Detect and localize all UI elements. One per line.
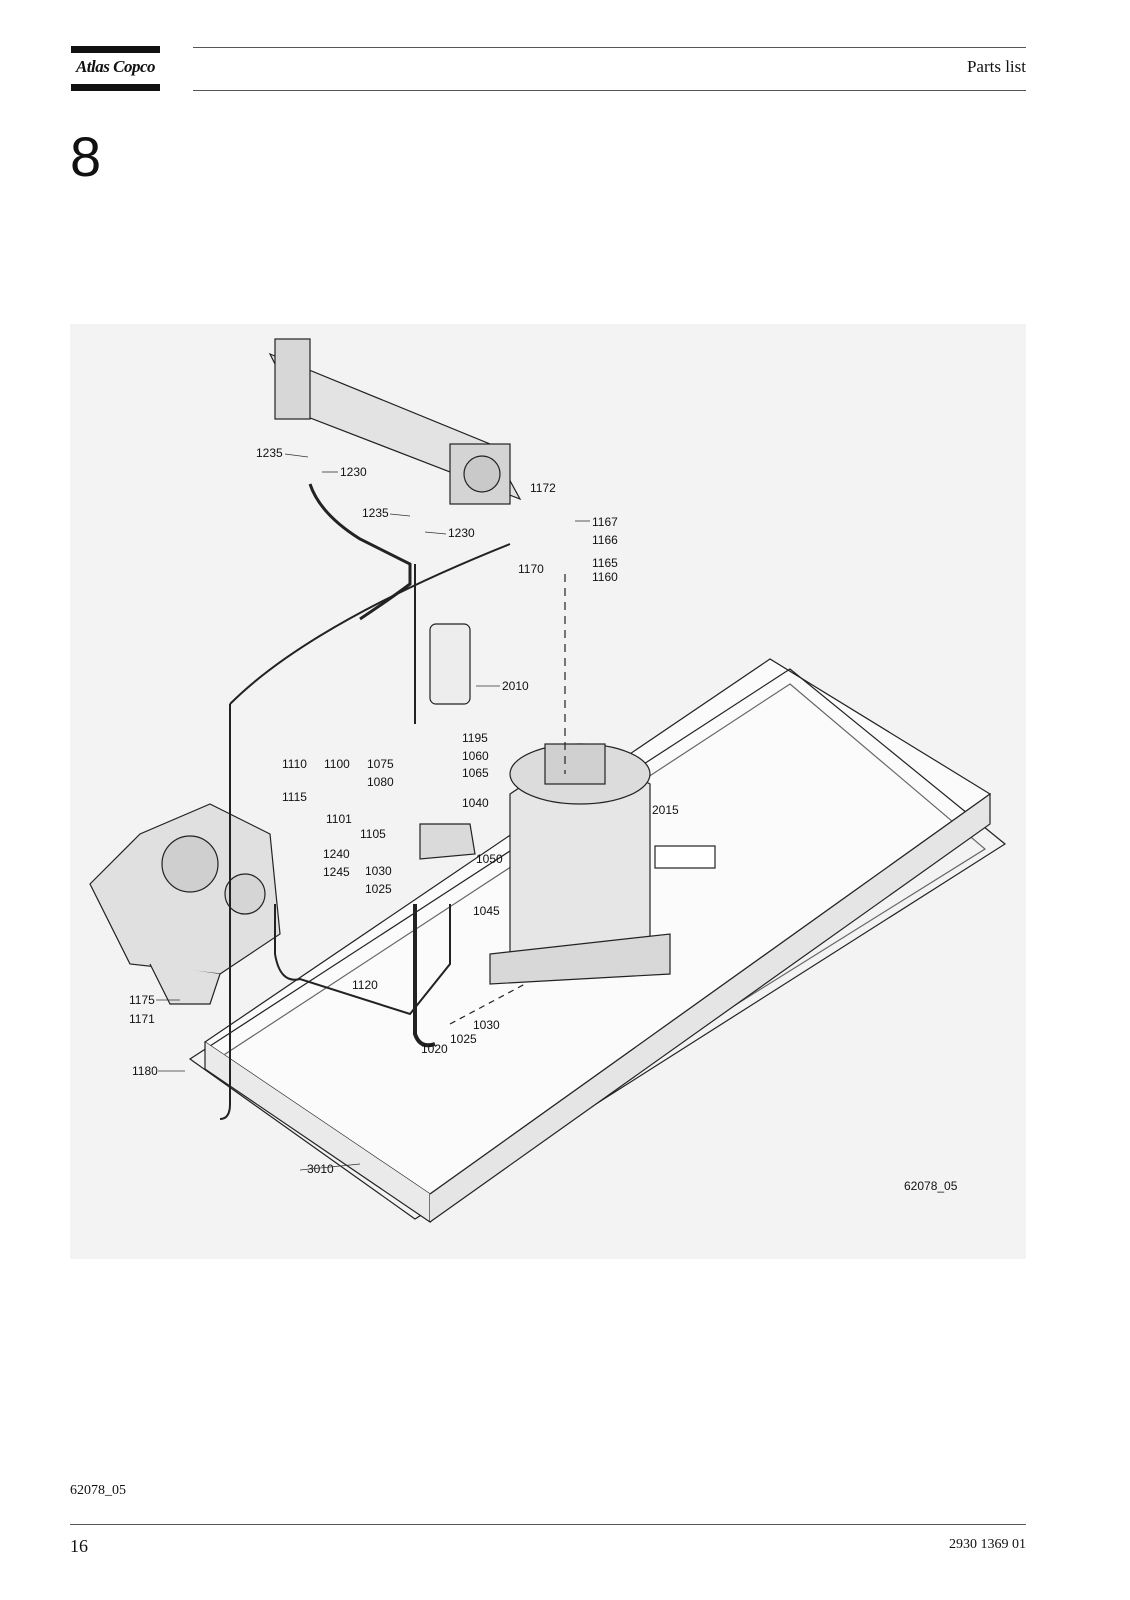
logo-wordmark: Atlas Copco <box>75 57 156 76</box>
callout: 1050 <box>476 852 503 866</box>
callout: 1100 <box>324 757 350 771</box>
callout: 1030 <box>473 1018 500 1032</box>
parts-diagram-svg: 1235 1230 1235 1230 1172 1167 1166 1165 … <box>89 338 1007 1224</box>
callout: 1167 <box>592 515 618 529</box>
header-title: Parts list <box>966 57 1026 76</box>
callout: 1245 <box>323 865 350 879</box>
callout: 1075 <box>367 757 394 771</box>
callout: 1030 <box>365 864 392 878</box>
hose-1020 <box>413 904 436 1048</box>
callout: 1165 <box>592 556 618 570</box>
callout: 1171 <box>129 1012 155 1026</box>
callout: 1240 <box>323 847 350 861</box>
callout: 2015 <box>652 803 679 817</box>
callout: 2010 <box>502 679 529 693</box>
pipe-long <box>219 704 231 1120</box>
callout: 1230 <box>448 526 475 540</box>
dashed-link-1030 <box>449 983 526 1025</box>
logo-bar-top <box>71 46 160 53</box>
callout: 1025 <box>450 1032 477 1046</box>
callout: 1045 <box>473 904 500 918</box>
compressor-element <box>89 803 281 1005</box>
footer-rule <box>70 1524 1026 1525</box>
callout-labels: 1235 1230 1235 1230 1172 1167 1166 1165 … <box>129 446 958 1193</box>
base-frame-side-right <box>429 792 991 1223</box>
callout: 1166 <box>592 533 618 547</box>
callout: 1020 <box>421 1042 448 1056</box>
oil-cooler <box>268 338 522 505</box>
callout: 1105 <box>360 827 386 841</box>
callout: 1160 <box>592 570 618 584</box>
oil-separator-vessel <box>489 743 716 985</box>
header-rule-top <box>193 47 1026 48</box>
callout: 1101 <box>326 812 352 826</box>
atlas-copco-logo: Atlas Copco <box>71 46 160 91</box>
callout: 1230 <box>340 465 367 479</box>
callout: 1235 <box>256 446 283 460</box>
callout: 1120 <box>352 978 378 992</box>
callout: 1040 <box>462 796 489 810</box>
callout: 1060 <box>462 749 489 763</box>
callout-leaders <box>156 453 590 1171</box>
callout: 1115 <box>282 790 307 804</box>
oil-filter <box>429 623 471 705</box>
header-rule-bottom <box>193 90 1026 91</box>
callout: 1170 <box>518 562 544 576</box>
parts-diagram: 1235 1230 1235 1230 1172 1167 1166 1165 … <box>70 324 1026 1259</box>
chapter-number: 8 <box>70 125 102 188</box>
callout: 1195 <box>462 731 488 745</box>
pipe-to-cooler <box>229 543 511 705</box>
document-number: 2930 1369 01 <box>949 1537 1026 1552</box>
figure-caption: 62078_05 <box>70 1483 126 1498</box>
callout: 1172 <box>530 481 556 495</box>
callout: 1065 <box>462 766 489 780</box>
callout: 1025 <box>365 882 392 896</box>
figure-id: 62078_05 <box>904 1179 958 1193</box>
callout: 1110 <box>282 757 307 771</box>
callout: 1180 <box>132 1064 158 1078</box>
callout: 3010 <box>307 1162 334 1176</box>
logo-bar-bottom <box>71 84 160 91</box>
manifold-block <box>419 823 476 860</box>
hose-upper <box>308 483 412 621</box>
callout: 1080 <box>367 775 394 789</box>
page-number: 16 <box>70 1536 88 1556</box>
callout: 1235 <box>362 506 389 520</box>
hose-1120 <box>274 904 451 1016</box>
callout: 1175 <box>129 993 155 1007</box>
